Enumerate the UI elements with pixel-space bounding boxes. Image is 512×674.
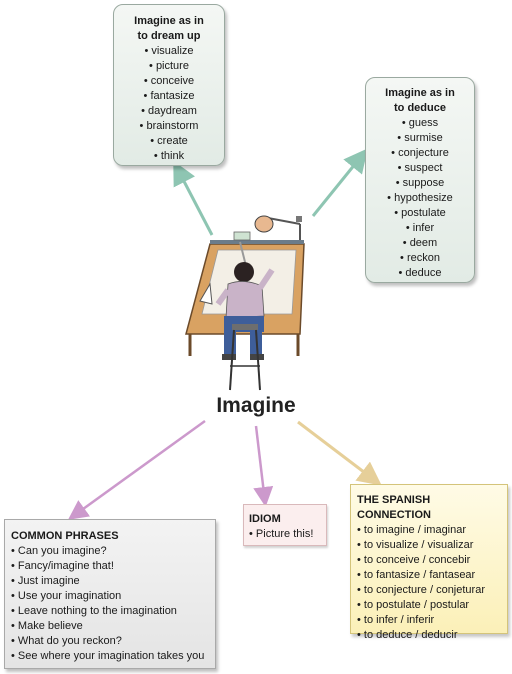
dream-box-list: • visualize • picture • conceive • fanta… [118, 44, 220, 164]
arrow-to-deduce-box [311, 148, 368, 217]
list-item: • suspect [397, 162, 443, 174]
list-item: • surmise [397, 132, 443, 144]
list-item: • to infer / inferir [357, 614, 435, 626]
list-item: • to conjecture / conjeturar [357, 584, 485, 596]
deduce-box: Imagine as in to deduce • guess • surmis… [365, 77, 475, 283]
list-item: • postulate [394, 207, 446, 219]
list-item: • hypothesize [387, 192, 453, 204]
phrases-box-title: COMMON PHRASES [11, 530, 119, 542]
list-item: • to deduce / deducir [357, 629, 458, 641]
list-item: • deduce [398, 267, 442, 279]
list-item: • daydream [141, 105, 197, 117]
spanish-list: • to imagine / imaginar • to visualize /… [357, 523, 501, 643]
list-item: • conjecture [391, 147, 449, 159]
list-item: • to imagine / imaginar [357, 524, 467, 536]
list-item: • suppose [395, 177, 445, 189]
center-title: Imagine [216, 394, 296, 417]
list-item: • to fantasize / fantasear [357, 569, 476, 581]
idiom-box-title: IDIOM [249, 513, 281, 525]
list-item: • visualize [144, 45, 194, 57]
list-item: • See where your imagination takes you [11, 650, 205, 662]
list-item: • Can you imagine? [11, 545, 107, 557]
spanish-connection-box: THE SPANISH CONNECTION • to imagine / im… [350, 484, 508, 641]
list-item: • brainstorm [139, 120, 199, 132]
arrow-to-idiom-box [253, 425, 274, 507]
arrow-to-spanish-box [297, 420, 382, 486]
list-item: • Make believe [11, 620, 83, 632]
list-item: • create [150, 135, 188, 147]
list-item: • think [153, 150, 185, 162]
list-item: • to visualize / visualizar [357, 539, 474, 551]
dream-box-title-line2: to dream up [137, 30, 201, 42]
list-item: • reckon [400, 252, 440, 264]
idiom-box: IDIOM • Picture this! [243, 504, 327, 546]
dream-up-box: Imagine as in to dream up • visualize • … [113, 4, 225, 166]
list-item: • fantasize [143, 90, 195, 102]
arrow-to-phrases-box [67, 419, 206, 520]
drafting-table-illustration [185, 215, 305, 391]
list-item: • Just imagine [11, 575, 80, 587]
list-item: • guess [401, 117, 439, 129]
deduce-box-title-line1: Imagine as in [385, 87, 455, 99]
idiom-list: • Picture this! [249, 527, 321, 542]
list-item: • What do you reckon? [11, 635, 122, 647]
arrow-to-dream-box [173, 160, 214, 236]
list-item: • Use your imagination [11, 590, 122, 602]
dream-box-title-line1: Imagine as in [134, 15, 204, 27]
deduce-box-list: • guess • surmise • conjecture • suspect… [370, 116, 470, 281]
list-item: • to conceive / concebir [357, 554, 471, 566]
spanish-box-title: THE SPANISH CONNECTION [357, 494, 431, 521]
list-item: • Fancy/imagine that! [11, 560, 114, 572]
common-phrases-box: COMMON PHRASES • Can you imagine? • Fanc… [4, 519, 216, 669]
list-item: • deem [402, 237, 438, 249]
list-item: • conceive [143, 75, 195, 87]
list-item: • to postulate / postular [357, 599, 470, 611]
stool [229, 324, 261, 391]
deduce-box-title-line2: to deduce [394, 102, 446, 114]
list-item: • picture [149, 60, 189, 72]
list-item: • Leave nothing to the imagination [11, 605, 177, 617]
phrases-list: • Can you imagine? • Fancy/imagine that!… [11, 544, 209, 664]
list-item: • Picture this! [249, 528, 314, 540]
list-item: • infer [405, 222, 435, 234]
